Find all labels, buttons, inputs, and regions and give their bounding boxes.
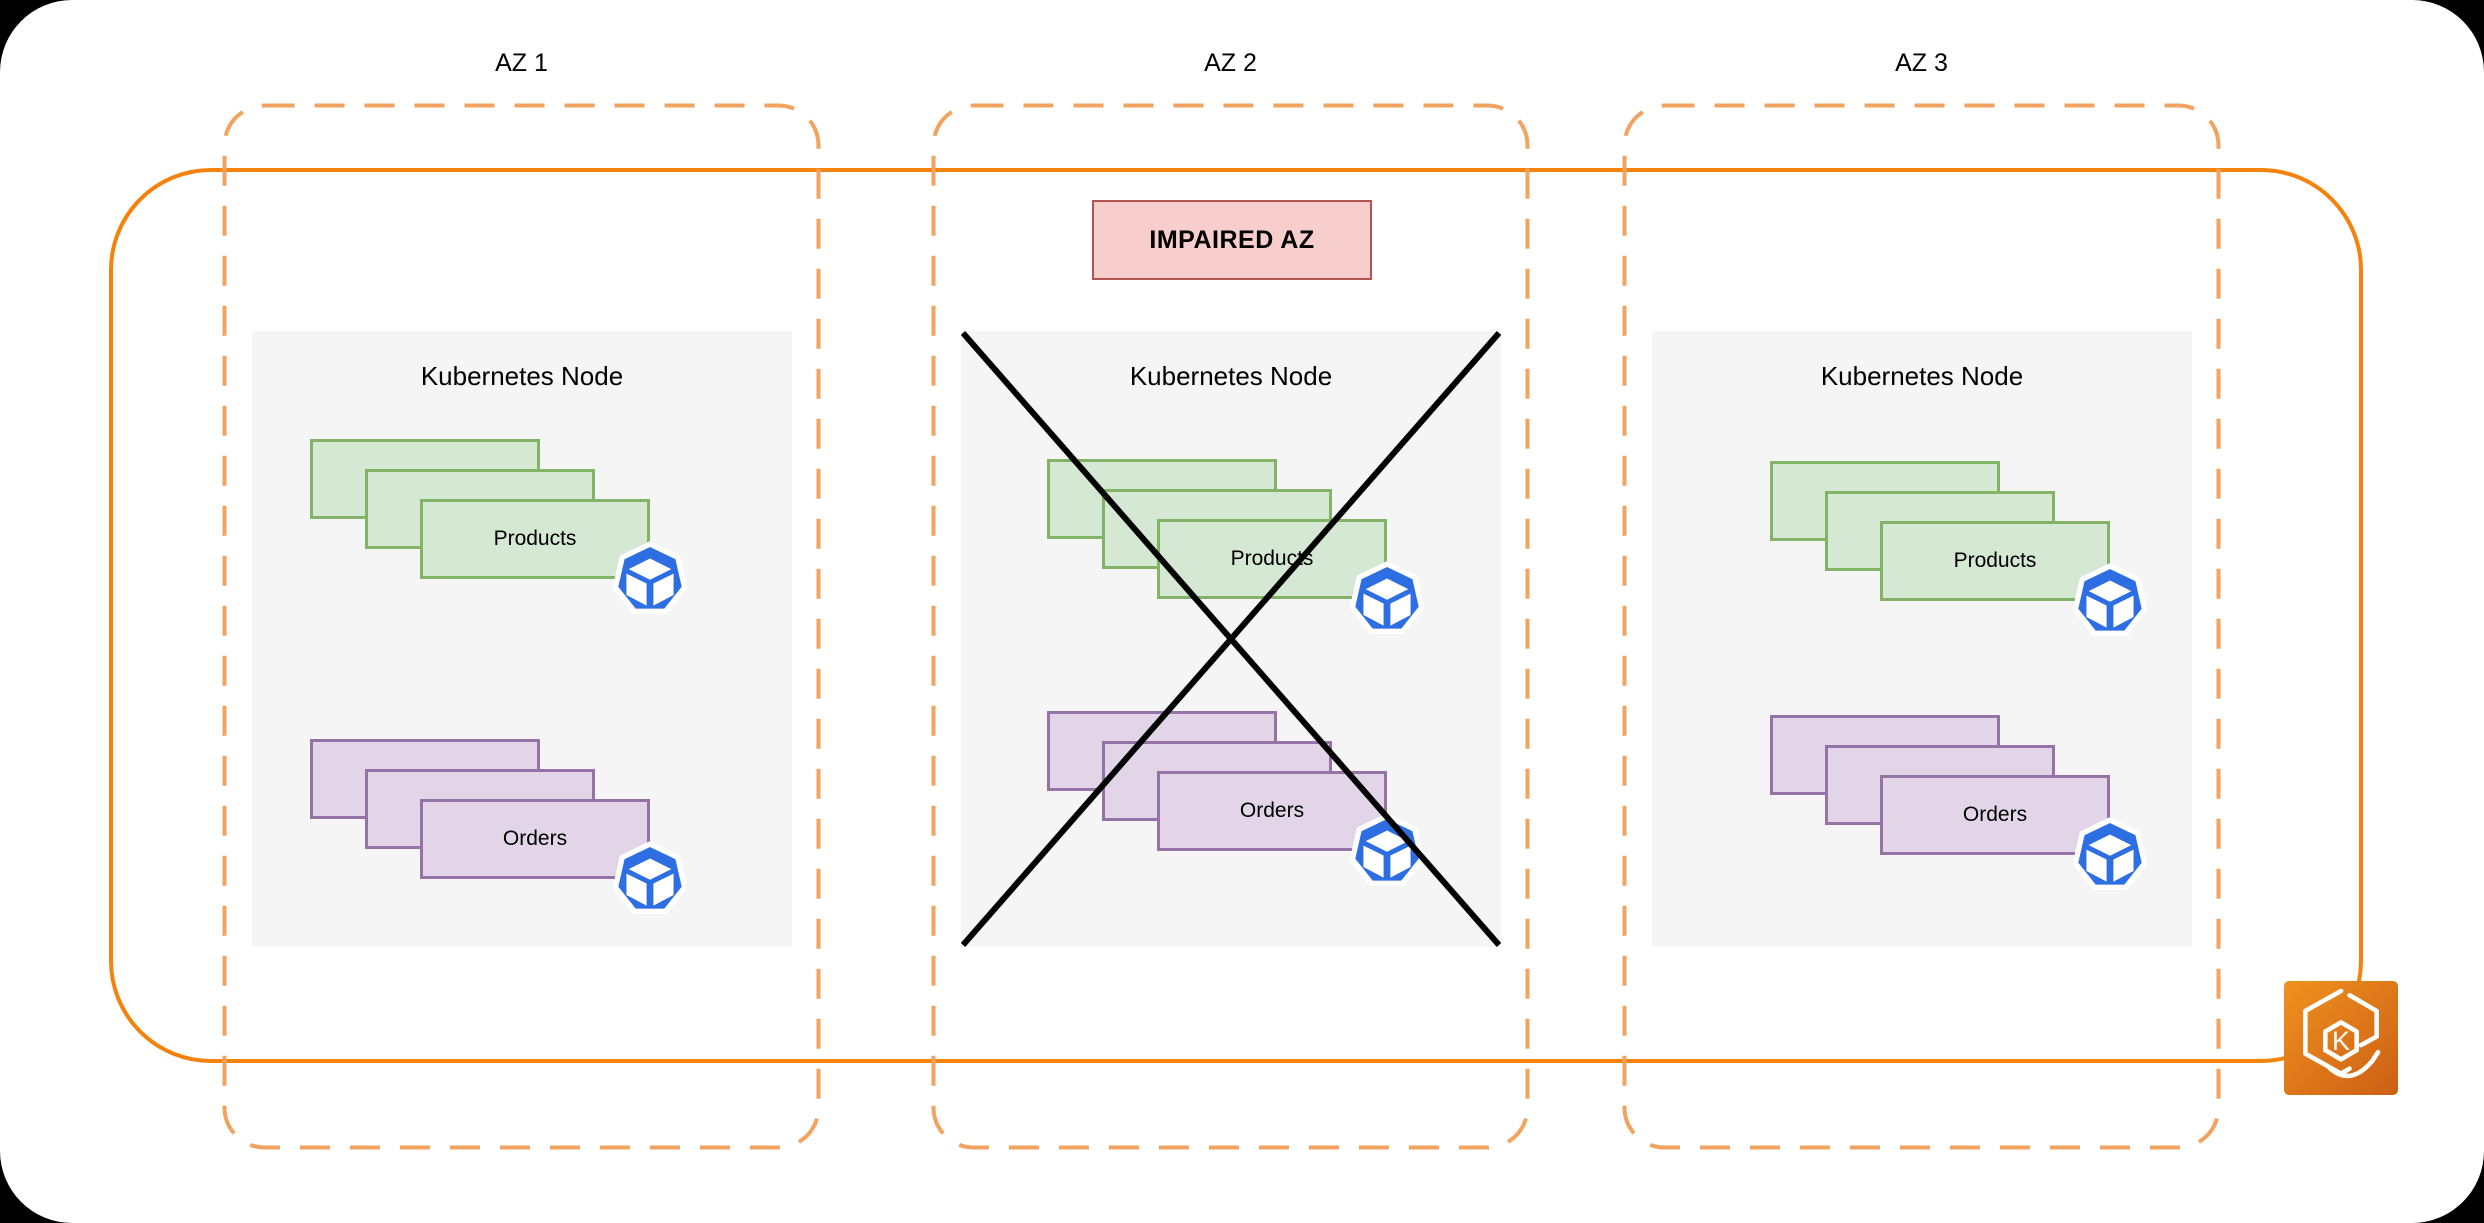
products-label: Products — [493, 527, 577, 550]
orders-label: Orders — [502, 827, 568, 850]
az2-label: AZ 2 — [1204, 49, 1257, 77]
az1-dashed-boundary — [222, 103, 821, 1150]
az2-node-title: Kubernetes Node — [1129, 361, 1333, 391]
products-pod-card: Products — [1157, 519, 1387, 599]
az1-kubernetes-node: Kubernetes Node Products Orders — [252, 331, 792, 947]
eks-icon: K — [2284, 981, 2398, 1095]
products-pod-card: Products — [1880, 521, 2110, 601]
az3-orders-pod-stack: Orders — [1770, 715, 2150, 895]
az1-orders-pod-stack: Orders — [310, 739, 690, 919]
eks-cluster-boundary-line — [109, 168, 2363, 1063]
az2-dashed-line — [931, 103, 1530, 1150]
az3-node-title: Kubernetes Node — [1820, 361, 2024, 391]
failure-cross-icon — [961, 331, 1501, 947]
az1-node-title: Kubernetes Node — [420, 361, 624, 391]
orders-pod-card: Orders — [420, 799, 650, 879]
kubernetes-pod-icon — [1349, 561, 1425, 634]
az3-dashed-boundary — [1622, 103, 2221, 1150]
orders-label: Orders — [1239, 799, 1305, 822]
az1-label: AZ 1 — [495, 49, 548, 77]
az-zone-3: AZ 3 Kubernetes Node Products — [1622, 0, 2221, 1223]
products-pod-card: Products — [420, 499, 650, 579]
orders-pod-card: Orders — [1880, 775, 2110, 855]
impaired-az-badge-label: IMPAIRED AZ — [1149, 225, 1315, 254]
kubernetes-pod-icon — [612, 841, 688, 914]
az1-products-pod-stack: Products — [310, 439, 690, 619]
az2-products-pod-stack: Products — [1047, 459, 1427, 639]
orders-label: Orders — [1962, 803, 2028, 826]
impaired-az-badge: IMPAIRED AZ — [1092, 200, 1372, 280]
az1-dashed-line — [222, 103, 821, 1150]
eks-icon-letter: K — [2332, 1025, 2350, 1056]
az3-dashed-line — [1622, 103, 2221, 1150]
kubernetes-pod-icon — [2072, 817, 2148, 890]
kubernetes-pod-icon — [612, 541, 688, 614]
products-label: Products — [1953, 549, 2037, 572]
az-zone-1: AZ 1 Kubernetes Node Products — [222, 0, 821, 1223]
az3-kubernetes-node: Kubernetes Node Products Orders — [1652, 331, 2192, 947]
kubernetes-pod-icon — [2072, 563, 2148, 636]
az3-label: AZ 3 — [1895, 49, 1948, 77]
az-zone-2: AZ 2 IMPAIRED AZ Kubernetes Node Product… — [931, 0, 1530, 1223]
az2-dashed-boundary — [931, 103, 1530, 1150]
eks-icon-glyph: K — [2303, 988, 2381, 1079]
az3-products-pod-stack: Products — [1770, 461, 2150, 641]
